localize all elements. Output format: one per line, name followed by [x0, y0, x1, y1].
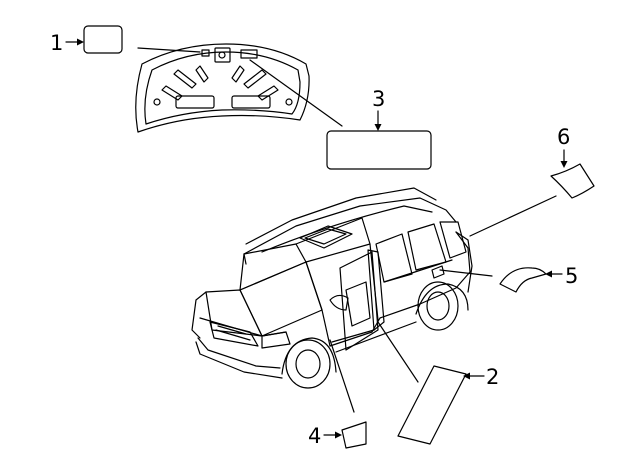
label-part-3: [326, 130, 432, 170]
callout-5: 5: [439, 264, 578, 293]
callout-2-arrowhead: [463, 372, 470, 380]
label-part-1: [83, 25, 123, 54]
leader-4: [329, 339, 355, 413]
label-part-6: [550, 163, 595, 199]
callout-6: 6: [469, 125, 595, 237]
callout-3: 3: [249, 59, 432, 170]
leader-5: [439, 269, 493, 277]
callout-2: 2: [377, 321, 499, 445]
callout-6-number: 6: [557, 125, 570, 149]
callout-1: 1: [50, 25, 123, 55]
callout-1-number: 1: [50, 31, 63, 55]
leader-3: [249, 59, 343, 127]
vehicle-suv: [191, 187, 473, 389]
callout-2-number: 2: [486, 365, 499, 389]
callout-1-arrowhead: [77, 38, 84, 46]
callout-5-arrowhead: [545, 270, 552, 278]
callout-4-number: 4: [308, 424, 321, 448]
label-part-2: [397, 365, 467, 445]
hood-panel: [135, 43, 310, 133]
leader-2: [377, 321, 419, 383]
callout-5-number: 5: [565, 264, 578, 288]
callout-3-number: 3: [372, 87, 385, 111]
label-part-4: [341, 421, 367, 449]
leader-1: [137, 47, 201, 53]
label-part-5: [499, 267, 547, 293]
leader-6: [469, 195, 557, 237]
callout-4: 4: [308, 339, 367, 449]
callout-3-arrowhead: [374, 124, 382, 131]
callout-4-arrowhead: [335, 431, 342, 439]
callout-6-arrowhead: [560, 161, 568, 168]
